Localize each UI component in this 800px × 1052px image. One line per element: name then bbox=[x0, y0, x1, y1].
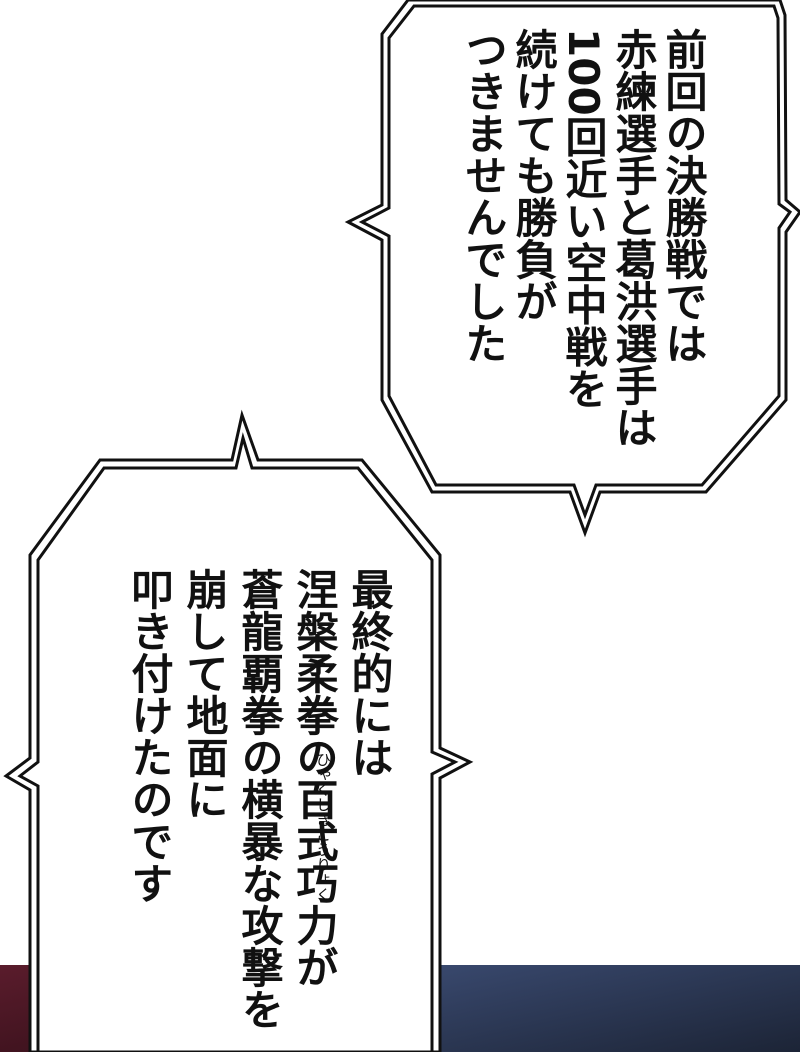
speech-bubble-bottom bbox=[3, 409, 474, 1052]
furigana-ruby: ひゃくしきこうりょく bbox=[314, 752, 332, 902]
dialogue-line: 前回の決勝戦では bbox=[659, 28, 708, 364]
background-art-blue bbox=[400, 965, 800, 1052]
dialogue-line: 涅槃柔拳の百式巧力が bbox=[290, 568, 339, 988]
dialogue-line: 100回近い空中戦を bbox=[559, 28, 608, 410]
dialogue-line: 最終的には bbox=[345, 568, 394, 778]
dialogue-line: 崩して地面に bbox=[180, 568, 229, 820]
speech-bubble-top bbox=[344, 0, 800, 538]
dialogue-line: つきませんでした bbox=[459, 28, 508, 364]
dialogue-line: 赤練選手と葛洪選手は bbox=[609, 28, 658, 448]
dialogue-line: 続けても勝負が bbox=[509, 28, 558, 322]
dialogue-line: 蒼龍覇拳の横暴な攻撃を bbox=[235, 568, 284, 1030]
dialogue-line: 叩き付けたのです bbox=[125, 568, 174, 904]
dialogue-text-bottom: 最終的には 涅槃柔拳の百式巧力が 蒼龍覇拳の横暴な攻撃を 崩して地面に 叩き付け… bbox=[122, 568, 397, 1030]
dialogue-text-top: 前回の決勝戦では 赤練選手と葛洪選手は 100回近い空中戦を 続けても勝負が つ… bbox=[458, 28, 708, 448]
